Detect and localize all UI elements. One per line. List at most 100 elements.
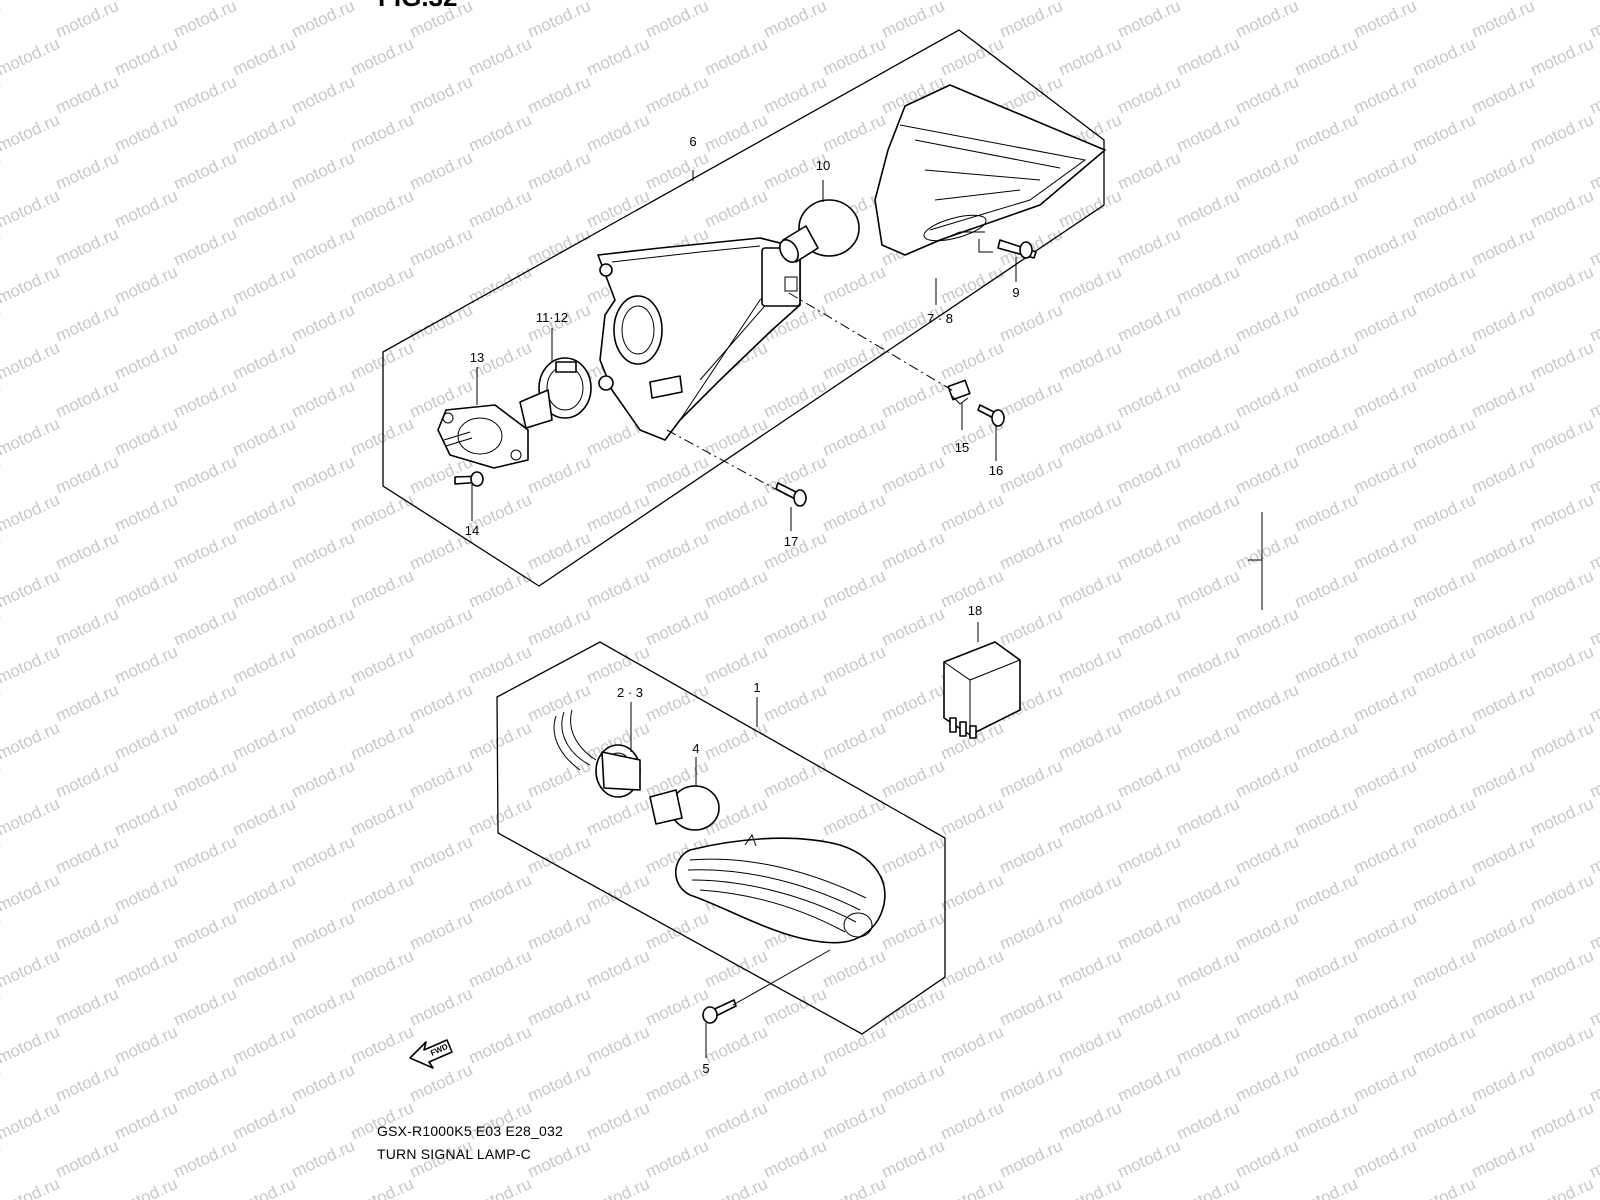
watermark-text: motod.ru [289, 832, 358, 878]
watermark-text: motod.ru [820, 0, 889, 4]
watermark-text: motod.ru [879, 984, 948, 1030]
screw-5 [702, 949, 831, 1024]
watermark-text: motod.ru [0, 718, 62, 764]
watermark-text: motod.ru [525, 1060, 594, 1106]
watermark-text: motod.ru [1410, 110, 1479, 156]
watermark-text: motod.ru [1351, 376, 1420, 422]
watermark-text: motod.ru [1292, 34, 1361, 80]
watermark-text: motod.ru [348, 34, 417, 80]
watermark-text: motod.ru [230, 338, 299, 384]
watermark-text: motod.ru [879, 0, 948, 42]
screw-9 [997, 239, 1037, 259]
watermark-text: motod.ru [1410, 870, 1479, 916]
relay-18 [943, 622, 1021, 739]
watermark-text: motod.ru [466, 0, 535, 4]
watermark-text: motod.ru [938, 1098, 1007, 1144]
watermark-text: motod.ru [1351, 528, 1420, 574]
watermark-text: motod.ru [997, 300, 1066, 346]
watermark-text: motod.ru [112, 718, 181, 764]
watermark-text: motod.ru [1233, 376, 1302, 422]
watermark-text: motod.ru [997, 1060, 1066, 1106]
watermark-text: motod.ru [525, 756, 594, 802]
watermark-text: motod.ru [1292, 1174, 1361, 1200]
watermark-text: motod.ru [1528, 262, 1597, 308]
watermark-text: motod.ru [643, 452, 712, 498]
watermark-text: motod.ru [1410, 0, 1479, 4]
watermark-text: motod.ru [289, 1060, 358, 1106]
watermark-text: motod.ru [1115, 604, 1184, 650]
watermark-text: motod.ru [289, 680, 358, 726]
bulb-4 [649, 785, 720, 831]
watermark-text: motod.ru [407, 832, 476, 878]
watermark-text: motod.ru [230, 34, 299, 80]
watermark-text: motod.ru [171, 1136, 240, 1182]
watermark-text: motod.ru [112, 110, 181, 156]
watermark-text: motod.ru [348, 870, 417, 916]
watermark-text: motod.ru [1056, 566, 1125, 612]
watermark-text: motod.ru [1528, 338, 1597, 384]
watermark-text: motod.ru [525, 0, 594, 42]
watermark-text: motod.ru [466, 186, 535, 232]
watermark-text: motod.ru [1174, 1022, 1243, 1068]
watermark-text: motod.ru [1351, 604, 1420, 650]
watermark-text: motod.ru [1410, 34, 1479, 80]
watermark-text: motod.ru [53, 604, 122, 650]
assembly-outline-1 [496, 641, 946, 1035]
watermark-text: motod.ru [1233, 300, 1302, 346]
watermark-text: motod.ru [171, 528, 240, 574]
watermark-text: motod.ru [0, 566, 62, 612]
watermark-text: motod.ru [348, 186, 417, 232]
watermark-text: motod.ru [1292, 262, 1361, 308]
watermark-text: motod.ru [1528, 718, 1597, 764]
watermark-text: motod.ru [1351, 148, 1420, 194]
screw-17 [775, 482, 807, 507]
watermark-text: motod.ru [1056, 1098, 1125, 1144]
watermark-text: motod.ru [289, 376, 358, 422]
watermark-text: motod.ru [112, 186, 181, 232]
watermark-text: motod.ru [702, 0, 771, 4]
watermark-text: motod.ru [761, 376, 830, 422]
watermark-text: motod.ru [0, 338, 62, 384]
watermark-text: motod.ru [997, 756, 1066, 802]
watermark-text: motod.ru [879, 452, 948, 498]
watermark-text: motod.ru [230, 870, 299, 916]
watermark-text: motod.ru [525, 680, 594, 726]
watermark-text: motod.ru [879, 680, 948, 726]
watermark-text: motod.ru [0, 0, 62, 4]
watermark-text: motod.ru [230, 1174, 299, 1200]
watermark-text: motod.ru [702, 186, 771, 232]
watermark-text: motod.ru [53, 376, 122, 422]
callout-9: 9 [1012, 285, 1019, 300]
callout-2-3: 2 · 3 [617, 685, 643, 700]
watermark-text: motod.ru [348, 262, 417, 308]
watermark-text: motod.ru [1410, 490, 1479, 536]
watermark-text: motod.ru [702, 34, 771, 80]
watermark-text: motod.ru [0, 1098, 62, 1144]
watermark-text: motod.ru [1351, 300, 1420, 346]
watermark-text: motod.ru [1056, 870, 1125, 916]
watermark-text: motod.ru [466, 946, 535, 992]
watermark-text: motod.ru [1233, 680, 1302, 726]
gasket-13 [437, 404, 529, 469]
watermark-text: motod.ru [643, 1136, 712, 1182]
callout-17: 17 [784, 534, 798, 549]
rear-turn-signal-assembly [382, 29, 1106, 587]
watermark-text: motod.ru [230, 262, 299, 308]
watermark-text: motod.ru [466, 262, 535, 308]
watermark-text: motod.ru [1115, 376, 1184, 422]
watermark-text: motod.ru [1174, 1174, 1243, 1200]
watermark-text: motod.ru [1115, 832, 1184, 878]
watermark-text: motod.ru [112, 1022, 181, 1068]
watermark-text: motod.ru [112, 642, 181, 688]
margin-mark [1248, 512, 1263, 610]
watermark-text: motod.ru [1233, 1060, 1302, 1106]
watermark-text: motod.ru [1410, 718, 1479, 764]
watermark-text: motod.ru [1174, 110, 1243, 156]
watermark-text: motod.ru [643, 72, 712, 118]
watermark-text: motod.ru [53, 452, 122, 498]
watermark-text: motod.ru [407, 1060, 476, 1106]
watermark-text: motod.ru [761, 1060, 830, 1106]
watermark-text: motod.ru [171, 376, 240, 422]
watermark-text: motod.ru [997, 1136, 1066, 1182]
